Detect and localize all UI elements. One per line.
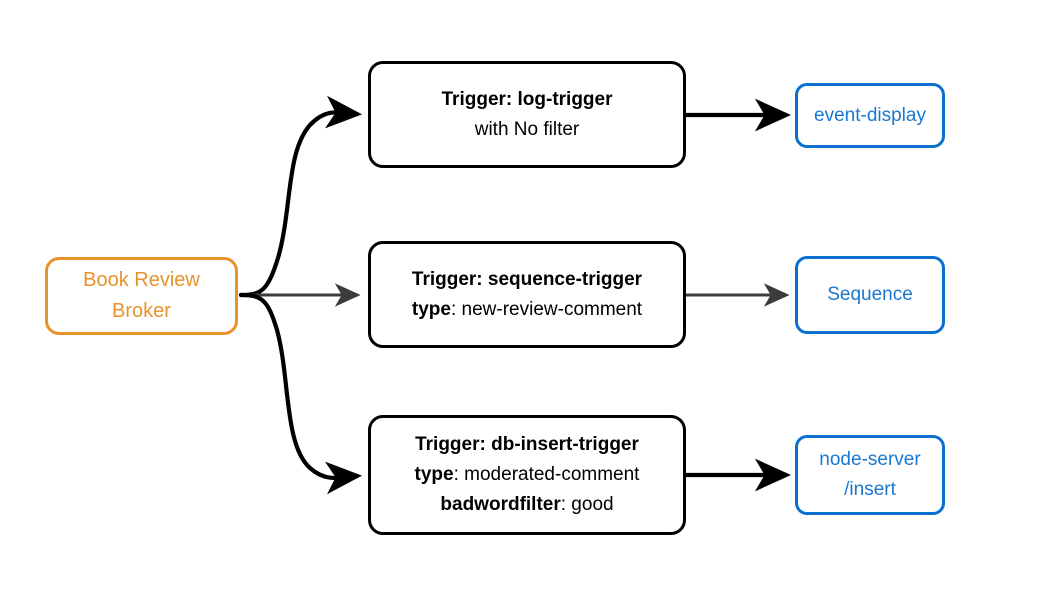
db-insert-trigger-detail-2-key: badwordfilter [440,494,561,515]
node-db-insert-trigger[interactable]: Trigger: db-insert-trigger type: moderat… [368,415,686,535]
db-insert-trigger-detail-1: type: moderated-comment [415,460,640,490]
log-trigger-detail-1: with No filter [475,115,580,145]
node-sequence-trigger[interactable]: Trigger: sequence-trigger type: new-revi… [368,241,686,348]
log-trigger-title: Trigger: log-trigger [441,88,613,110]
event-display-label: event-display [814,104,926,126]
log-trigger-detail-1-value: with No filter [474,118,580,140]
node-book-review-broker[interactable]: Book Review Broker [45,257,238,335]
node-event-display[interactable]: event-display [795,83,945,148]
db-insert-trigger-detail-2: badwordfilter: good [440,490,613,520]
node-node-server-insert[interactable]: node-server /insert [795,435,945,515]
node-log-trigger[interactable]: Trigger: log-trigger with No filter [368,61,686,168]
edge-broker-to-log-trigger [238,95,363,298]
sequence-trigger-title: Trigger: sequence-trigger [411,268,643,290]
node-sequence[interactable]: Sequence [795,256,945,334]
sequence-trigger-detail-1: type: new-review-comment [412,295,642,325]
db-insert-trigger-detail-1-key: type [414,464,454,485]
db-insert-trigger-detail-1-value: : moderated-comment [453,464,640,485]
node-server-label-line2: /insert [844,479,896,500]
broker-label-line1: Book Review [83,269,200,291]
db-insert-trigger-detail-2-value: : good [560,494,614,515]
sequence-trigger-detail-1-key: type [411,298,451,320]
broker-label-line2: Broker [112,300,171,322]
sequence-label: Sequence [827,284,913,305]
node-server-label-line1: node-server [819,449,921,470]
edge-broker-to-db-insert-trigger [238,292,363,495]
db-insert-trigger-title: Trigger: db-insert-trigger [415,434,639,455]
sequence-trigger-detail-1-value: : new-review-comment [450,298,643,320]
